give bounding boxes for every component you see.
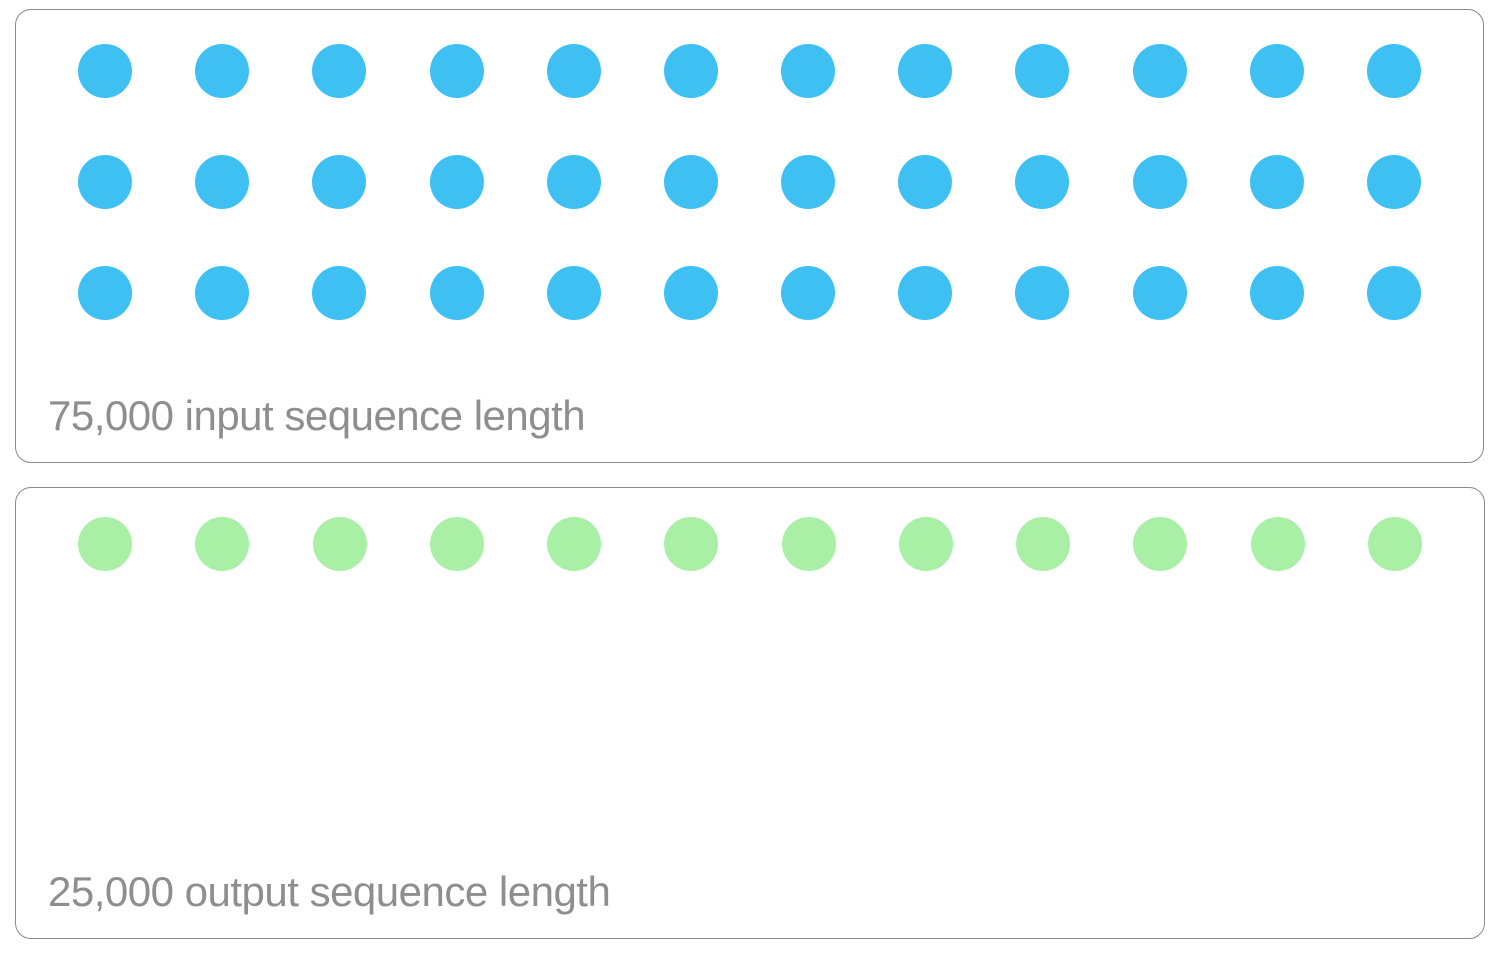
output-token-dot	[664, 517, 719, 571]
input-token-dot	[1249, 155, 1304, 209]
input-token-dot	[546, 266, 601, 320]
input-token-dot	[78, 155, 132, 209]
input-token-dot	[1249, 266, 1304, 320]
input-token-dot	[1015, 44, 1070, 98]
input-token-dot	[78, 44, 132, 98]
output-token-dot	[312, 517, 367, 571]
input-token-dot	[312, 155, 367, 209]
input-token-dot	[1015, 266, 1070, 320]
output-sequence-label: 25,000 output sequence length	[48, 868, 611, 915]
output-token-dot	[781, 517, 836, 571]
input-token-dot	[429, 44, 484, 98]
input-token-dot	[78, 266, 132, 320]
output-token-dot	[78, 517, 132, 571]
output-dot-grid	[16, 488, 1484, 571]
input-token-dot	[546, 155, 601, 209]
input-token-dot	[663, 44, 718, 98]
input-token-dot	[898, 266, 953, 320]
input-token-dot	[312, 44, 367, 98]
input-token-dot	[429, 266, 484, 320]
input-sequence-panel: 75,000 input sequence length	[15, 9, 1484, 463]
input-sequence-label: 75,000 input sequence length	[48, 392, 586, 439]
input-token-dot	[312, 266, 367, 320]
input-token-dot	[429, 155, 484, 209]
input-token-dot	[1132, 266, 1187, 320]
input-dot-row	[78, 44, 1421, 98]
input-dot-row	[78, 266, 1421, 320]
output-token-dot	[1250, 517, 1305, 571]
input-token-dot	[781, 44, 836, 98]
input-token-dot	[195, 44, 250, 98]
input-token-dot	[781, 266, 836, 320]
output-token-dot	[1016, 517, 1071, 571]
input-token-dot	[195, 155, 250, 209]
input-token-dot	[1366, 44, 1421, 98]
input-token-dot	[898, 44, 953, 98]
input-token-dot	[781, 155, 836, 209]
input-dot-row	[78, 155, 1421, 209]
output-sequence-panel: 25,000 output sequence length	[15, 487, 1485, 939]
output-token-dot	[1367, 517, 1422, 571]
input-token-dot	[1366, 266, 1421, 320]
input-token-dot	[195, 266, 250, 320]
output-dot-row	[78, 517, 1422, 571]
input-token-dot	[1366, 155, 1421, 209]
input-dot-grid	[16, 10, 1483, 320]
input-token-dot	[1132, 44, 1187, 98]
input-token-dot	[663, 266, 718, 320]
input-token-dot	[1015, 155, 1070, 209]
input-token-dot	[898, 155, 953, 209]
input-token-dot	[546, 44, 601, 98]
output-token-dot	[195, 517, 250, 571]
input-token-dot	[663, 155, 718, 209]
output-token-dot	[1133, 517, 1188, 571]
output-token-dot	[898, 517, 953, 571]
output-token-dot	[547, 517, 602, 571]
input-token-dot	[1132, 155, 1187, 209]
output-token-dot	[429, 517, 484, 571]
input-token-dot	[1249, 44, 1304, 98]
